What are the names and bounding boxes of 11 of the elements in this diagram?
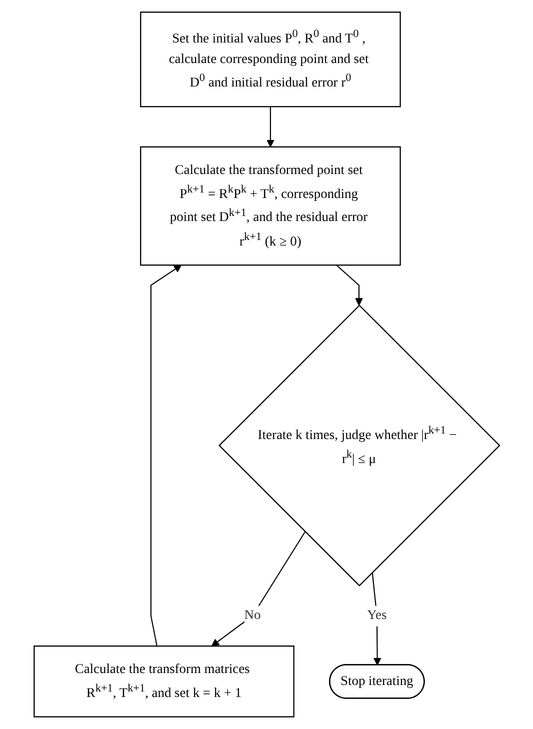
node-box: Calculate the transformed point set P$^{k+1}$ = R$^{k}$P$^{k}$ + T$^{k}$, corresponding point set D$^{k+1}$, and the residual error r$^{k+1}$ (k ≥ 0) (140, 146, 400, 266)
arrow (371, 572, 381, 666)
arrow (266, 106, 274, 148)
edge-label: Yes (366, 608, 386, 623)
arrow (211, 531, 306, 646)
node-box: Calculate the transform matrices R$^{k+1}$, T$^{k+1}$, and set k = k + 1 (33, 646, 294, 718)
edge-label: No (244, 608, 260, 623)
node-box: Set the initial values P$^{0}$, R$^{0}$ and T$^{0}$ , calculate corresponding point and set D$^{0}$ and initial residual error r$^{0}$ (140, 12, 400, 108)
arrow (336, 264, 363, 306)
node-diamond: Iterate k times, judge whether |r$^{k+1}$ − r$^{k}$| ≤ μ (218, 304, 500, 586)
arrow (150, 264, 182, 646)
